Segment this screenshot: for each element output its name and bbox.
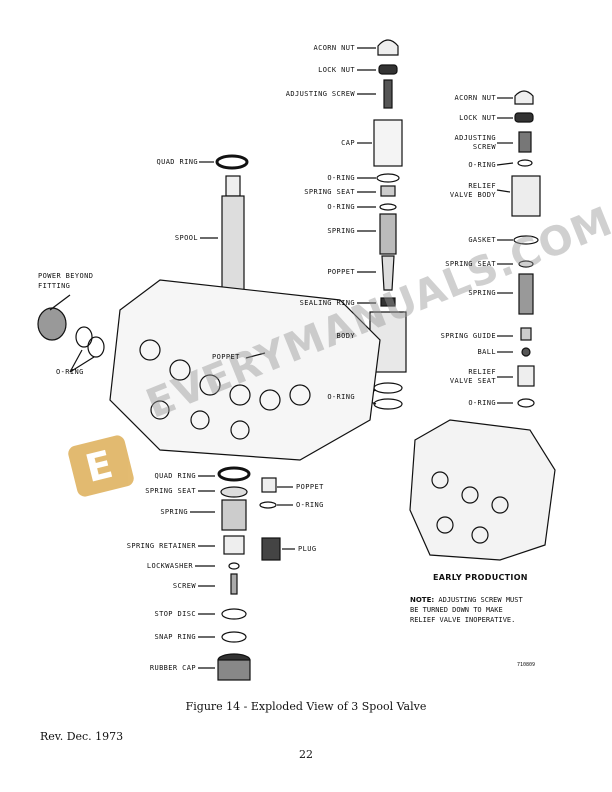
label-o-ring-3: O-RING	[327, 393, 355, 401]
label-o-ring-1: O-RING	[327, 174, 355, 182]
label-o-ring-bottom: O-RING	[296, 501, 324, 509]
label-body: BODY	[336, 332, 355, 340]
label-o-ring-relief-1: O-RING	[468, 161, 496, 169]
note-line-1: ADJUSTING SCREW MUST	[434, 596, 523, 604]
label-snap-ring: SNAP RING	[154, 633, 196, 641]
label-spring-bottom: SPRING	[160, 508, 188, 516]
label-adjusting-relief-1: ADJUSTING	[454, 134, 496, 142]
label-spring-top: SPRING	[327, 227, 355, 235]
label-poppet-bottom: POPPET	[296, 483, 324, 491]
note-prefix: NOTE:	[410, 596, 435, 604]
label-cap: CAP	[341, 139, 355, 147]
label-spring-retainer: SPRING RETAINER	[126, 542, 196, 550]
revision-date: Rev. Dec. 1973	[40, 730, 124, 743]
label-lock-nut-relief: LOCK NUT	[459, 114, 496, 122]
page-number: 22	[299, 748, 313, 761]
label-spring-seat-bottom: SPRING SEAT	[145, 487, 196, 495]
label-spring-seat-top: SPRING SEAT	[304, 188, 355, 196]
label-spring-seat-relief: SPRING SEAT	[445, 260, 496, 268]
label-spring-relief: SPRING	[468, 289, 496, 297]
label-quad-ring-bottom: QUAD RING	[154, 472, 196, 480]
label-plug: PLUG	[298, 545, 317, 553]
label-ball: BALL	[477, 348, 496, 356]
note-line-3: RELIEF VALVE INOPERATIVE.	[410, 616, 516, 624]
label-power-beyond-1: POWER BEYOND	[38, 272, 94, 280]
label-screw: SCREW	[172, 582, 196, 590]
watermark-logo-letter: E	[81, 441, 117, 491]
note-line-2: BE TURNED DOWN TO MAKE	[410, 606, 503, 614]
figure-number: 710809	[517, 662, 536, 668]
label-adjusting-relief-2: SCREW	[472, 143, 496, 151]
label-relief-valve-seat-2: VALVE SEAT	[449, 377, 496, 385]
label-poppet-center: POPPET	[212, 353, 240, 361]
label-spring-guide: SPRING GUIDE	[440, 332, 496, 340]
label-lockwasher: LOCKWASHER	[146, 562, 193, 570]
note-text: NOTE: ADJUSTING SCREW MUST BE TURNED DOW…	[410, 595, 523, 625]
label-sealing-ring: SEALING RING	[299, 299, 355, 307]
figure-caption: Figure 14 - Exploded View of 3 Spool Val…	[185, 700, 427, 713]
label-relief-valve-body-1: RELIEF	[468, 182, 496, 190]
label-o-ring-2: O-RING	[327, 203, 355, 211]
label-relief-valve-body-2: VALVE BODY	[449, 191, 496, 199]
label-power-beyond-2: FITTING	[38, 282, 71, 290]
label-spool: SPOOL	[174, 234, 198, 242]
label-poppet-top: POPPET	[327, 268, 355, 276]
label-lock-nut-top: LOCK NUT	[318, 66, 355, 74]
label-adjusting-screw-top: ADJUSTING SCREW	[285, 90, 355, 98]
label-quad-ring-top: QUAD RING	[156, 158, 198, 166]
label-acorn-nut-top: ACORN NUT	[313, 44, 355, 52]
label-relief-valve-seat-1: RELIEF	[468, 368, 496, 376]
label-stop-disc: STOP DISC	[154, 610, 196, 618]
early-production-label: EARLY PRODUCTION	[433, 573, 528, 582]
label-gasket: GASKET	[468, 236, 496, 244]
label-acorn-nut-relief: ACORN NUT	[454, 94, 496, 102]
label-o-ring-relief-2: O-RING	[468, 399, 496, 407]
label-o-ring-left: O-RING	[56, 368, 84, 376]
label-rubber-cap: RUBBER CAP	[149, 664, 196, 672]
